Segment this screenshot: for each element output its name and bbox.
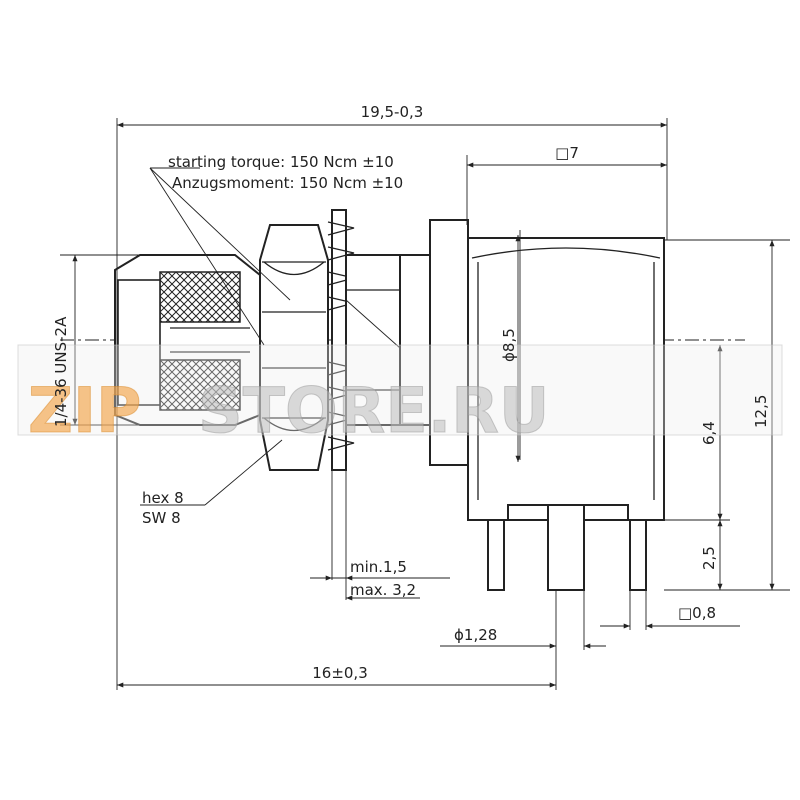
dim-thread: 1/4-36 UNS-2A [52, 316, 70, 427]
dim-pin-diameter: ϕ1,28 [454, 626, 497, 644]
dim-pin-square: □0,8 [678, 604, 716, 622]
labels: 19,5-0,3 □7 starting torque: 150 Ncm ±10… [52, 103, 770, 682]
note-torque-de: Anzugsmoment: 150 Ncm ±10 [172, 174, 403, 192]
pins [487, 504, 647, 591]
watermark: ZIP STORE.RU [17, 344, 783, 448]
note-torque-en: starting torque: 150 Ncm ±10 [168, 153, 394, 171]
dim-panel-max: max. 3,2 [350, 581, 416, 599]
note-hex-en: hex 8 [142, 489, 184, 507]
threaded-plug [60, 254, 261, 426]
dim-pin-height: 2,5 [700, 546, 718, 570]
dimension-lines [72, 122, 775, 688]
dim-height-total: 12,5 [752, 395, 770, 428]
dim-overall-length: 19,5-0,3 [361, 103, 424, 121]
dim-mount-length: 16±0,3 [312, 664, 368, 682]
dim-square-body: □7 [555, 144, 579, 162]
watermark-store: STORE.RU [198, 374, 549, 447]
square-body [467, 237, 665, 521]
note-hex-de: SW 8 [142, 509, 181, 527]
dim-body-diameter: ϕ8,5 [500, 328, 518, 362]
watermark-zip: ZIP [28, 374, 141, 447]
dim-height-body: 6,4 [700, 421, 718, 445]
dim-panel-min: min.1,5 [350, 558, 407, 576]
hex-nut [259, 224, 329, 471]
